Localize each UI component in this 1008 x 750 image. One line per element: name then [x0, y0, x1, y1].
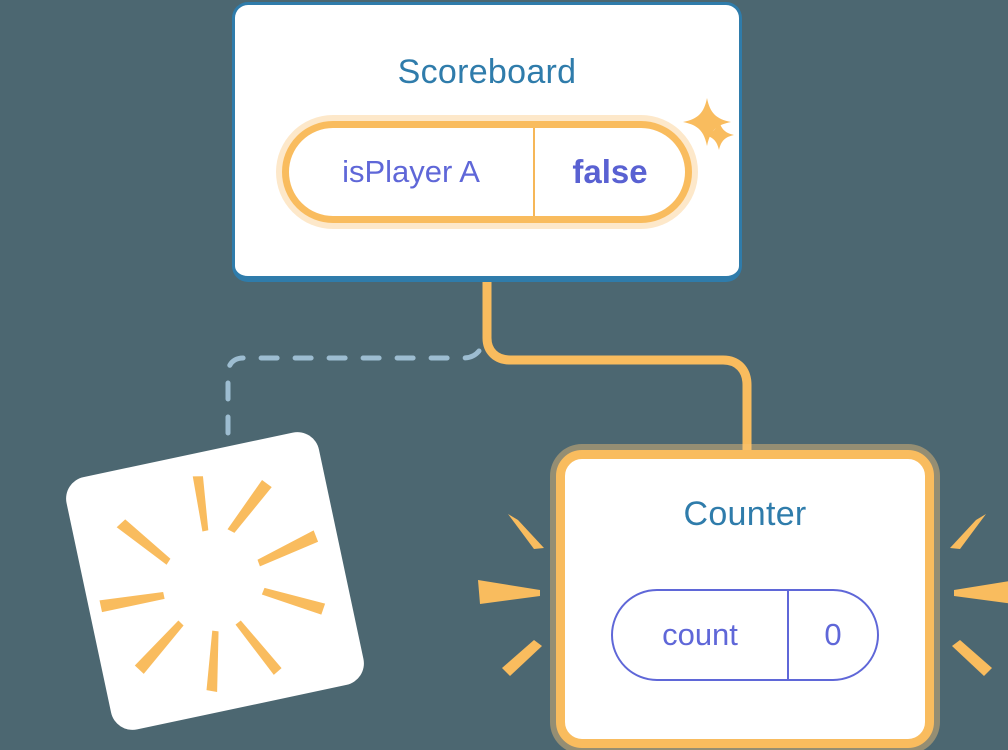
counter-state-value: 0 [824, 617, 842, 652]
blank-rotated-card[interactable] [61, 427, 369, 735]
burst-ray [227, 480, 272, 533]
burst-ray [257, 530, 319, 567]
burst-ray [116, 519, 171, 565]
counter-burst-left [478, 514, 544, 676]
sparkle-large-icon [683, 98, 731, 146]
burst-rays-group [99, 476, 326, 692]
scoreboard-state-value: false [572, 153, 648, 190]
burst-ray [192, 476, 209, 532]
burst-ray-set [99, 476, 326, 692]
burst-ray [134, 620, 184, 674]
burst-ray [950, 514, 986, 549]
counter-burst-right [950, 514, 1008, 676]
sparkle-small-icon [704, 120, 734, 150]
burst-ray [99, 592, 165, 613]
burst-ray [235, 620, 282, 675]
counter-title: Counter [683, 495, 807, 533]
counter-card[interactable]: Counter count 0 [556, 450, 934, 748]
scoreboard-card[interactable]: Scoreboard isPlayer A false [232, 2, 742, 282]
burst-ray [502, 640, 542, 676]
connector-solid-path [482, 282, 752, 462]
burst-ray [508, 514, 544, 549]
burst-ray [954, 581, 1008, 604]
burst-ray [952, 640, 992, 676]
connector-dashed-path [225, 348, 482, 473]
counter-state-key: count [613, 591, 789, 679]
burst-ray [206, 630, 219, 692]
counter-state-pill[interactable]: count 0 [611, 589, 879, 681]
scoreboard-title: Scoreboard [397, 53, 577, 91]
scoreboard-state-pill[interactable]: isPlayer A false [282, 121, 692, 223]
burst-ray [261, 587, 326, 615]
scoreboard-state-key: isPlayer A [289, 128, 535, 216]
burst-ray [478, 580, 540, 604]
